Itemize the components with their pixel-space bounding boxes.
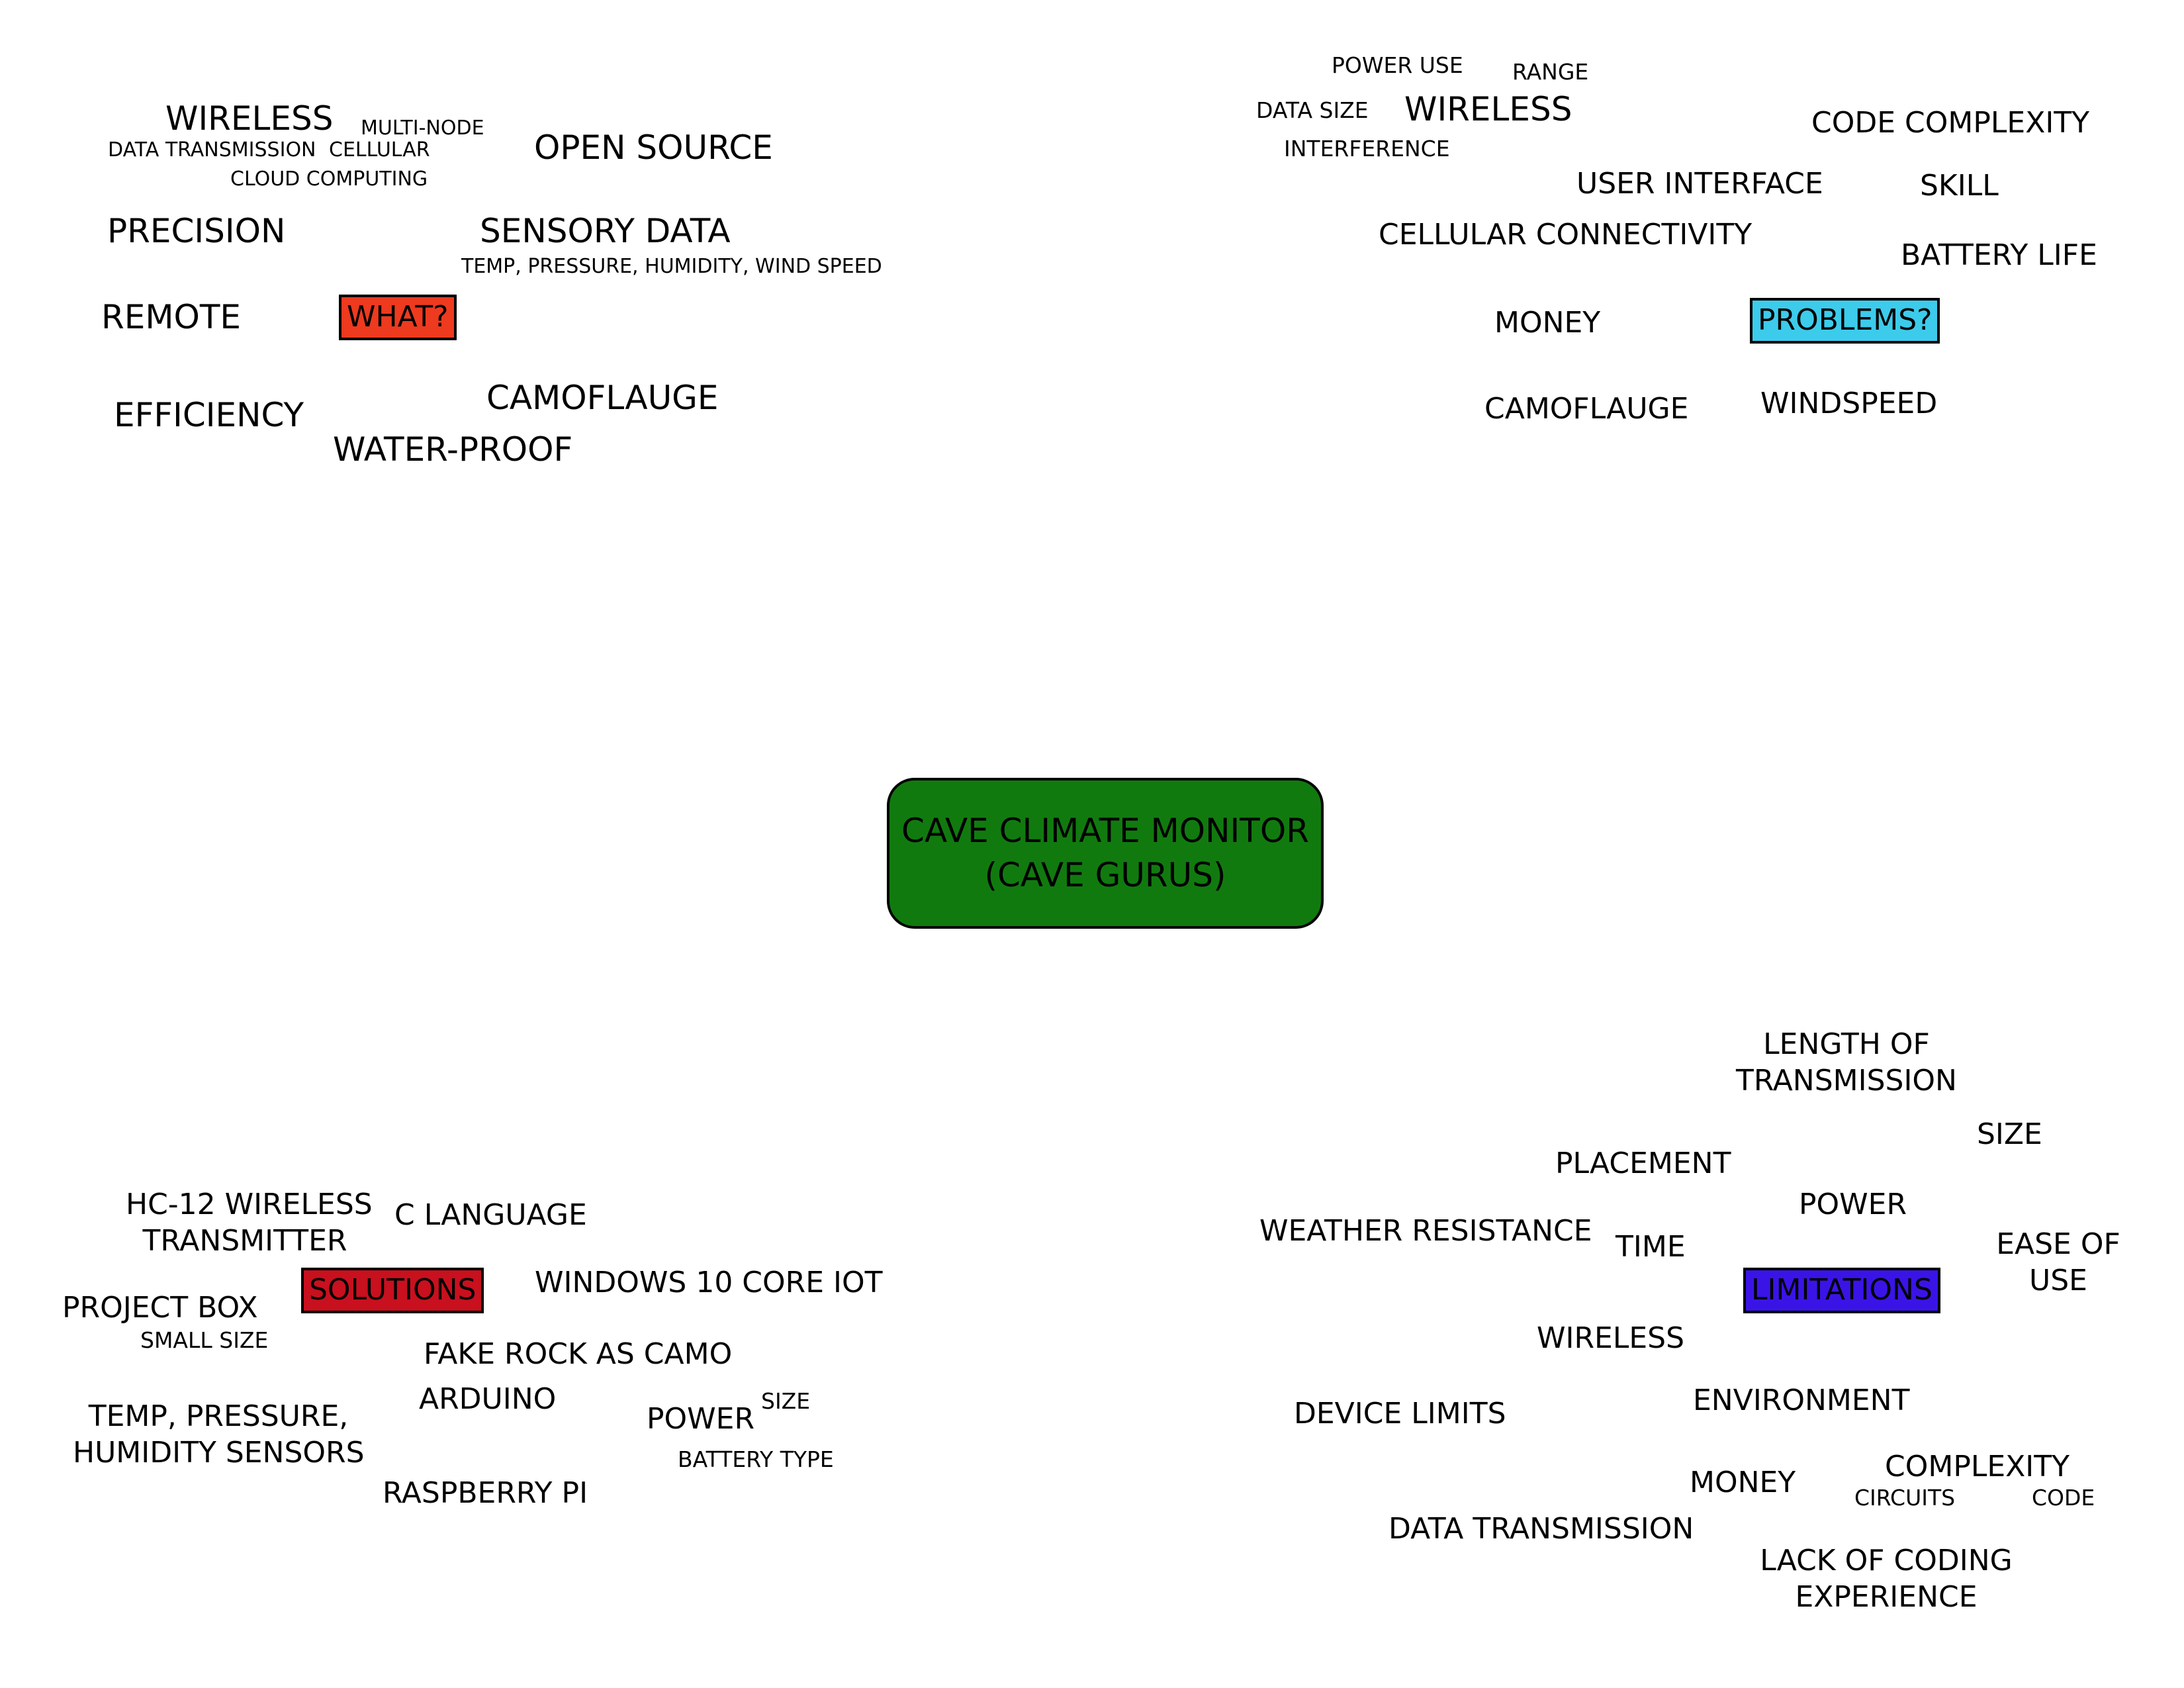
problems-wireless: WIRELESS — [1404, 90, 1572, 128]
limitations-complexity: COMPLEXITY — [1885, 1450, 2070, 1483]
problems-hub: PROBLEMS? — [1750, 298, 1940, 344]
solutions-hc12-line2: TRANSMITTER — [142, 1224, 347, 1258]
limitations-power: POWER — [1799, 1188, 1907, 1221]
problems-windspeed: WINDSPEED — [1760, 387, 1938, 420]
solutions-fake-rock: FAKE ROCK AS CAMO — [424, 1337, 733, 1371]
solutions-sensors-line1: TEMP, PRESSURE, — [88, 1399, 349, 1433]
solutions-hc12-line1: HC-12 WIRELESS — [126, 1188, 373, 1221]
limitations-coding-line2: EXPERIENCE — [1795, 1580, 1978, 1614]
what-camoflauge: CAMOFLAUGE — [486, 379, 719, 417]
center-title: CAVE CLIMATE MONITOR — [901, 811, 1309, 850]
limitations-circuits: CIRCUITS — [1854, 1485, 1956, 1511]
what-sensory-detail: TEMP, PRESSURE, HUMIDITY, WIND SPEED — [461, 255, 882, 278]
solutions-hub: SOLUTIONS — [301, 1268, 484, 1313]
problems-skill: SKILL — [1920, 169, 1999, 203]
what-cloud-computing: CLOUD COMPUTING — [230, 167, 428, 191]
problems-cellular-connectivity: CELLULAR CONNECTIVITY — [1379, 218, 1752, 252]
limitations-time: TIME — [1615, 1230, 1686, 1264]
limitations-code: CODE — [2032, 1485, 2095, 1511]
limitations-money: MONEY — [1690, 1466, 1796, 1499]
limitations-placement: PLACEMENT — [1555, 1147, 1731, 1180]
solutions-small-size: SMALL SIZE — [140, 1327, 269, 1353]
what-open-source: OPEN SOURCE — [534, 128, 773, 167]
problems-code-complexity: CODE COMPLEXITY — [1811, 106, 2090, 140]
solutions-sensors-line2: HUMIDITY SENSORS — [73, 1436, 365, 1470]
problems-power-use: POWER USE — [1332, 52, 1463, 78]
limitations-length-line2: TRANSMISSION — [1736, 1064, 1957, 1098]
problems-camoflauge: CAMOFLAUGE — [1484, 392, 1689, 426]
solutions-c-language: C LANGUAGE — [394, 1198, 587, 1232]
what-efficiency: EFFICIENCY — [114, 396, 304, 434]
solutions-hc12: HC-12 WIRELESS TRANSMITTER — [126, 1186, 373, 1259]
limitations-device-limits: DEVICE LIMITS — [1294, 1397, 1506, 1430]
center-node: CAVE CLIMATE MONITOR (CAVE GURUS) — [887, 778, 1324, 929]
limitations-wireless: WIRELESS — [1537, 1321, 1685, 1355]
problems-money: MONEY — [1494, 306, 1601, 340]
limitations-coding-experience: LACK OF CODING EXPERIENCE — [1727, 1542, 2045, 1615]
limitations-ease-line2: USE — [2029, 1264, 2087, 1297]
solutions-raspberry-pi: RASPBERRY PI — [383, 1476, 588, 1510]
solutions-arduino: ARDUINO — [419, 1382, 557, 1416]
limitations-coding-line1: LACK OF CODING — [1760, 1544, 2013, 1577]
limitations-length-line1: LENGTH OF — [1763, 1027, 1930, 1061]
solutions-battery-type: BATTERY TYPE — [678, 1446, 834, 1472]
solutions-size: SIZE — [761, 1388, 811, 1414]
problems-interference: INTERFERENCE — [1284, 136, 1450, 162]
solutions-windows-iot: WINDOWS 10 CORE IOT — [535, 1266, 883, 1299]
limitations-environment: ENVIRONMENT — [1693, 1383, 1910, 1417]
solutions-project-box: PROJECT BOX — [62, 1291, 258, 1325]
solutions-sensors: TEMP, PRESSURE, HUMIDITY SENSORS — [73, 1398, 365, 1471]
limitations-weather-resistance: WEATHER RESISTANCE — [1259, 1214, 1592, 1248]
limitations-data-transmission: DATA TRANSMISSION — [1388, 1512, 1694, 1546]
what-precision: PRECISION — [107, 212, 286, 250]
what-cellular: CELLULAR — [329, 138, 430, 162]
what-remote: REMOTE — [101, 298, 241, 336]
what-water-proof: WATER-PROOF — [333, 430, 573, 469]
center-subtitle: (CAVE GURUS) — [984, 856, 1226, 894]
limitations-ease-of-use: EASE OF USE — [1985, 1226, 2131, 1299]
limitations-ease-line1: EASE OF — [1996, 1227, 2120, 1261]
problems-data-size: DATA SIZE — [1256, 97, 1369, 123]
limitations-hub: LIMITATIONS — [1743, 1268, 1940, 1313]
what-data-transmission: DATA TRANSMISSION — [108, 138, 316, 162]
limitations-size: SIZE — [1977, 1117, 2042, 1151]
limitations-length: LENGTH OF TRANSMISSION — [1721, 1026, 1972, 1099]
what-multi-node: MULTI-NODE — [361, 117, 484, 140]
what-wireless: WIRELESS — [165, 99, 334, 138]
problems-range: RANGE — [1512, 59, 1589, 85]
problems-battery-life: BATTERY LIFE — [1901, 238, 2097, 272]
problems-user-interface: USER INTERFACE — [1576, 167, 1823, 201]
what-hub: WHAT? — [339, 295, 457, 340]
what-sensory-data: SENSORY DATA — [480, 212, 731, 250]
solutions-power: POWER — [647, 1402, 755, 1436]
